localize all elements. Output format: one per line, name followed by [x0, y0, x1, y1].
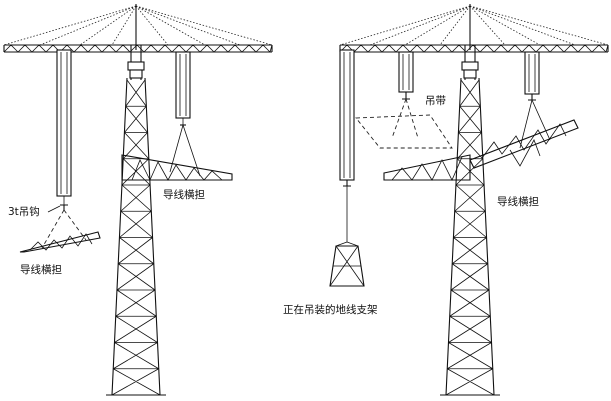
left-hoist-block	[56, 49, 72, 210]
right-lattice-tower	[440, 77, 500, 396]
left-crossarm-lifted	[121, 124, 233, 181]
label-left-crossarm-ground: 导线横担	[20, 263, 62, 276]
right-crossarm-fixed	[383, 154, 471, 181]
left-crane-assembly	[3, 4, 273, 396]
right-crane-assembly	[329, 4, 609, 396]
labels: 3t吊钩 导线横担 导线横担 吊带 正在吊装的地线支架 导线横担	[8, 95, 539, 316]
left-jib	[3, 44, 273, 53]
label-sling: 吊带	[425, 95, 446, 107]
label-left-crossarm-lifted: 导线横担	[163, 188, 205, 201]
label-right-crossarm: 导线横担	[497, 195, 539, 208]
right-hoist-block-left	[339, 49, 355, 242]
right-stay-cables	[339, 5, 609, 46]
right-hoist-block-mid	[355, 51, 453, 149]
left-stay-cables	[3, 5, 273, 46]
left-hoist-leader	[47, 205, 61, 213]
left-lattice-tower	[106, 77, 166, 396]
ground-bracket	[329, 241, 365, 287]
right-jib	[339, 44, 609, 53]
left-hoist-block-right	[175, 51, 191, 126]
left-crane-mast	[127, 4, 145, 80]
right-hoist-block-right	[519, 51, 551, 149]
right-crane-mast	[461, 4, 479, 80]
right-crossarm-lifting	[469, 119, 579, 169]
label-ground-bracket: 正在吊装的地线支架	[283, 303, 378, 316]
left-crossarm-ground	[19, 209, 101, 253]
label-3t-hook: 3t吊钩	[8, 206, 40, 218]
